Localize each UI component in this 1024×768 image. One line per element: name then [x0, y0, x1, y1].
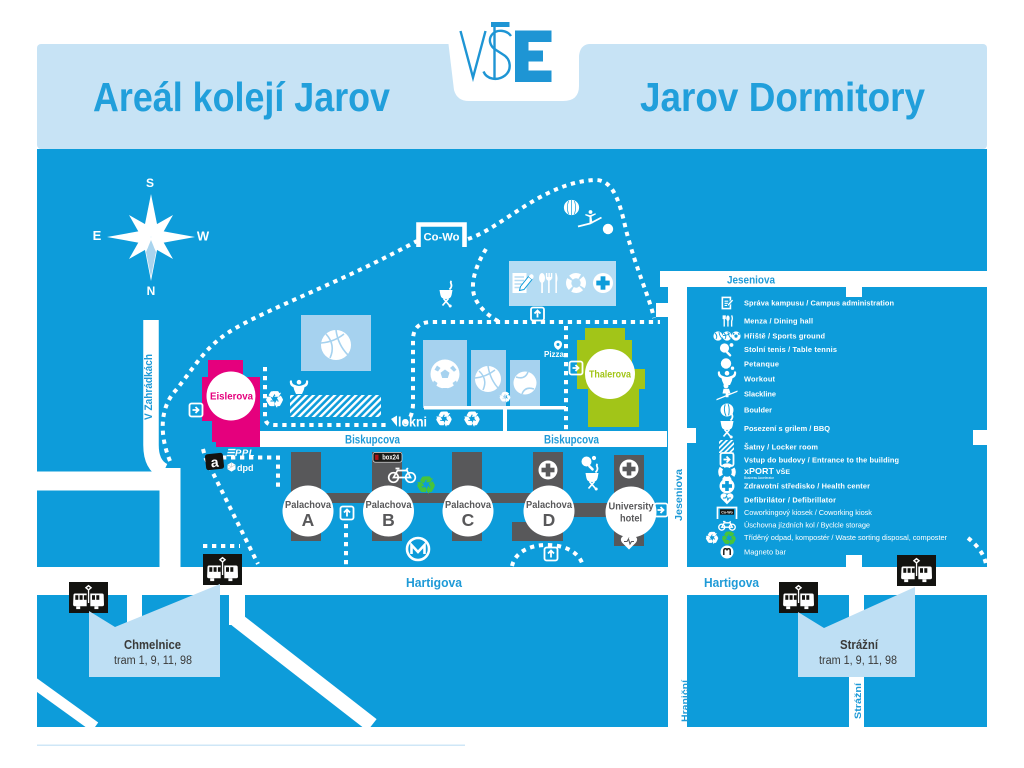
svg-text:Palachova: Palachova — [366, 500, 412, 511]
svg-text:hotel: hotel — [620, 514, 642, 525]
svg-text:E: E — [93, 228, 102, 243]
svg-text:Jeseniova: Jeseniova — [673, 469, 685, 521]
svg-text:Workout: Workout — [744, 375, 776, 384]
svg-text:Palachova: Palachova — [526, 500, 572, 511]
svg-text:V Zahrádkách: V Zahrádkách — [143, 354, 155, 420]
svg-text:Thalerova: Thalerova — [589, 370, 631, 381]
svg-text:Co-Wo: Co-Wo — [721, 511, 733, 515]
svg-text:A: A — [302, 510, 315, 530]
svg-text:Šatny / Locker room: Šatny / Locker room — [744, 443, 818, 452]
svg-text:Vstup do budovy / Entrance to: Vstup do budovy / Entrance to the buildi… — [744, 456, 899, 465]
svg-text:Business Accelerator: Business Accelerator — [744, 476, 775, 480]
svg-text:♻: ♻ — [265, 387, 285, 412]
svg-text:Areál kolejí Jarov: Areál kolejí Jarov — [93, 74, 390, 120]
svg-text:♻: ♻ — [435, 409, 453, 431]
svg-text:Biskupcova: Biskupcova — [345, 435, 401, 447]
svg-text:Slackline: Slackline — [744, 390, 776, 399]
svg-text:xPORT: xPORT — [744, 466, 775, 476]
svg-text:C: C — [462, 510, 475, 530]
svg-text:Posezení s grilem / BBQ: Posezení s grilem / BBQ — [744, 424, 830, 433]
svg-text:Magneto bar: Magneto bar — [744, 548, 787, 557]
svg-text:Hraniční: Hraniční — [680, 680, 691, 722]
svg-text:S: S — [146, 176, 154, 190]
svg-text:W: W — [197, 229, 210, 244]
svg-text:a: a — [210, 454, 220, 471]
svg-text:Zdravotní středisko / Health c: Zdravotní středisko / Health center — [744, 482, 870, 491]
svg-text:Strážní: Strážní — [840, 638, 878, 652]
svg-text:Chmelnice: Chmelnice — [124, 638, 181, 652]
svg-text:Menza / Dining hall: Menza / Dining hall — [744, 317, 813, 326]
svg-text:VŠE: VŠE — [776, 467, 791, 476]
svg-text:Jarov Dormitory: Jarov Dormitory — [640, 74, 925, 120]
svg-text:tram 1, 9, 11, 98: tram 1, 9, 11, 98 — [114, 655, 192, 667]
svg-text:♻: ♻ — [463, 409, 481, 431]
svg-text:Petanque: Petanque — [744, 360, 779, 369]
svg-text:dpd: dpd — [237, 463, 254, 473]
svg-text:Úschovna jízdních kol / Byclcl: Úschovna jízdních kol / Byclcle storage — [744, 521, 870, 530]
svg-text:Coworkingový kiosek / Coworkin: Coworkingový kiosek / Coworking kiosk — [744, 508, 872, 517]
svg-text:Biskupcova: Biskupcova — [544, 435, 600, 447]
svg-text:☰PPL: ☰PPL — [226, 448, 255, 459]
svg-text:♻: ♻ — [705, 531, 719, 548]
svg-text:♻: ♻ — [499, 389, 512, 405]
svg-text:Stolní tenis / Table tennis: Stolní tenis / Table tennis — [744, 345, 837, 354]
svg-text:box24: box24 — [382, 455, 399, 462]
svg-text:Hřiště / Sports ground: Hřiště / Sports ground — [744, 332, 825, 341]
svg-text:Pizza: Pizza — [544, 350, 565, 359]
svg-text:Strážní: Strážní — [853, 683, 864, 719]
svg-text:D: D — [543, 510, 556, 530]
svg-text:Tříděný odpad, kompostér / Was: Tříděný odpad, kompostér / Waste sorting… — [744, 533, 948, 542]
svg-text:tram 1, 9, 11, 98: tram 1, 9, 11, 98 — [819, 655, 897, 667]
svg-text:lokni: lokni — [398, 414, 427, 430]
svg-text:Jeseniova: Jeseniova — [727, 275, 776, 287]
svg-text:Defibrilátor / Defibrillator: Defibrilátor / Defibrillator — [744, 496, 836, 505]
svg-text:♻: ♻ — [416, 472, 437, 498]
svg-text:University: University — [609, 502, 654, 513]
svg-text:Hartigova: Hartigova — [406, 576, 463, 590]
svg-text:Hartigova: Hartigova — [704, 576, 760, 590]
svg-text:N: N — [147, 284, 156, 298]
svg-text:B: B — [382, 510, 395, 530]
svg-text:Co-Wo: Co-Wo — [424, 232, 460, 244]
svg-text:Palachova: Palachova — [285, 500, 331, 511]
svg-text:Správa kampusu / Campus admini: Správa kampusu / Campus administration — [744, 299, 894, 308]
svg-text:Eislerova: Eislerova — [210, 392, 253, 403]
svg-text:Palachova: Palachova — [445, 500, 491, 511]
svg-text:♻: ♻ — [721, 529, 737, 549]
svg-text:Boulder: Boulder — [744, 406, 772, 415]
